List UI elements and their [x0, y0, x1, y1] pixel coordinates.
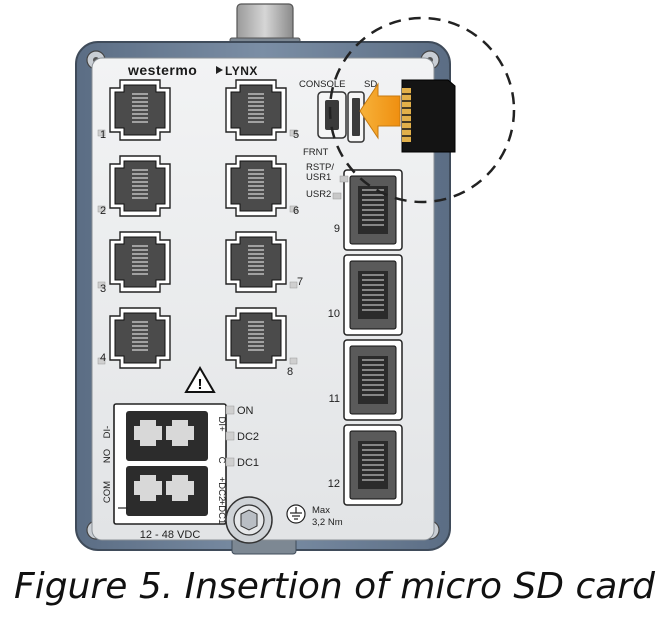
- magnifier-circle: [328, 16, 516, 204]
- ground-icon: [286, 504, 306, 524]
- led-label-usr2: USR2: [306, 189, 331, 200]
- terminal-label-dc1: +DC1: [216, 500, 227, 525]
- rj45-port[interactable]: [97, 231, 171, 293]
- port-led: [289, 281, 298, 289]
- sfp-port[interactable]: [343, 339, 403, 421]
- port-led: [97, 129, 106, 137]
- sfp-port-label: 11: [329, 393, 340, 405]
- sfp-port-label: 10: [328, 308, 340, 320]
- rj45-port-label: 1: [100, 129, 106, 141]
- torque-label-line1: Max: [312, 505, 330, 516]
- power-led-label: DC1: [237, 457, 259, 469]
- port-led: [289, 357, 298, 365]
- sfp-port[interactable]: [343, 169, 403, 251]
- rj45-port[interactable]: [97, 155, 171, 217]
- console-port[interactable]: [317, 91, 347, 139]
- port-led: [97, 357, 106, 365]
- power-led-label: DC2: [237, 431, 259, 443]
- power-led-label: ON: [237, 405, 254, 417]
- product-logo: LYNX: [216, 64, 258, 78]
- terminal-label-c: C: [216, 457, 227, 464]
- screw-icon: [225, 496, 273, 544]
- port-led: [97, 205, 106, 213]
- power-led: DC2: [225, 431, 259, 443]
- rj45-port-label: 5: [293, 129, 299, 141]
- sd-card-icon: [401, 79, 456, 153]
- terminal-label-di-plus: DI+: [216, 416, 227, 432]
- power-led: DC1: [225, 457, 259, 469]
- rj45-port[interactable]: [225, 79, 298, 141]
- brand-logo: westermo: [127, 62, 197, 78]
- rj45-port[interactable]: [225, 307, 298, 369]
- svg-text:!: !: [198, 376, 203, 393]
- rj45-ports: 1 2 3 4 5 6 7 8: [97, 79, 303, 378]
- figure-caption: Figure 5. Insertion of micro SD card: [14, 566, 655, 607]
- svg-text:LYNX: LYNX: [225, 64, 258, 78]
- sfp-ports: 9 10 11 12: [328, 169, 403, 506]
- terminal-label-no: NO: [102, 449, 113, 463]
- sfp-port[interactable]: [343, 254, 403, 336]
- rj45-port[interactable]: [97, 307, 171, 369]
- rj45-port-label: 6: [293, 205, 299, 217]
- warning-triangle-icon: !: [184, 366, 216, 393]
- port-led: [289, 129, 298, 137]
- sfp-port-label: 12: [328, 478, 340, 490]
- power-led: ON: [225, 405, 254, 417]
- sd-slot[interactable]: [347, 91, 365, 143]
- rj45-port-label: 2: [100, 205, 106, 217]
- led-label-usr1: USR1: [306, 172, 331, 183]
- led-label-frnt: FRNT: [303, 147, 329, 158]
- port-led: [289, 205, 298, 213]
- sd-label: SD: [364, 79, 377, 90]
- power-rating-label: 12 - 48 VDC: [140, 529, 201, 541]
- console-label: CONSOLE: [299, 79, 345, 90]
- rj45-port-label: 7: [297, 276, 303, 288]
- arrow-right-icon: [359, 82, 401, 140]
- sfp-port[interactable]: [343, 424, 403, 506]
- sfp-port-label: 9: [334, 223, 340, 235]
- led-label-rstp: RSTP/: [306, 162, 334, 173]
- terminal-block: [113, 403, 227, 525]
- torque-label-line2: 3,2 Nm: [312, 517, 343, 528]
- terminal-label-di-minus: DI-: [102, 426, 113, 439]
- rj45-port-label: 3: [100, 283, 106, 295]
- rj45-port-label: 8: [287, 366, 293, 378]
- port-led: [97, 281, 106, 289]
- terminal-label-com: COM: [102, 481, 113, 503]
- terminal-label-dc2: +DC2: [216, 477, 227, 502]
- rj45-port[interactable]: [225, 231, 298, 293]
- rj45-port-label: 4: [100, 352, 106, 364]
- rj45-port[interactable]: [225, 155, 298, 217]
- rj45-port[interactable]: [97, 79, 171, 141]
- status-leds: [332, 175, 349, 200]
